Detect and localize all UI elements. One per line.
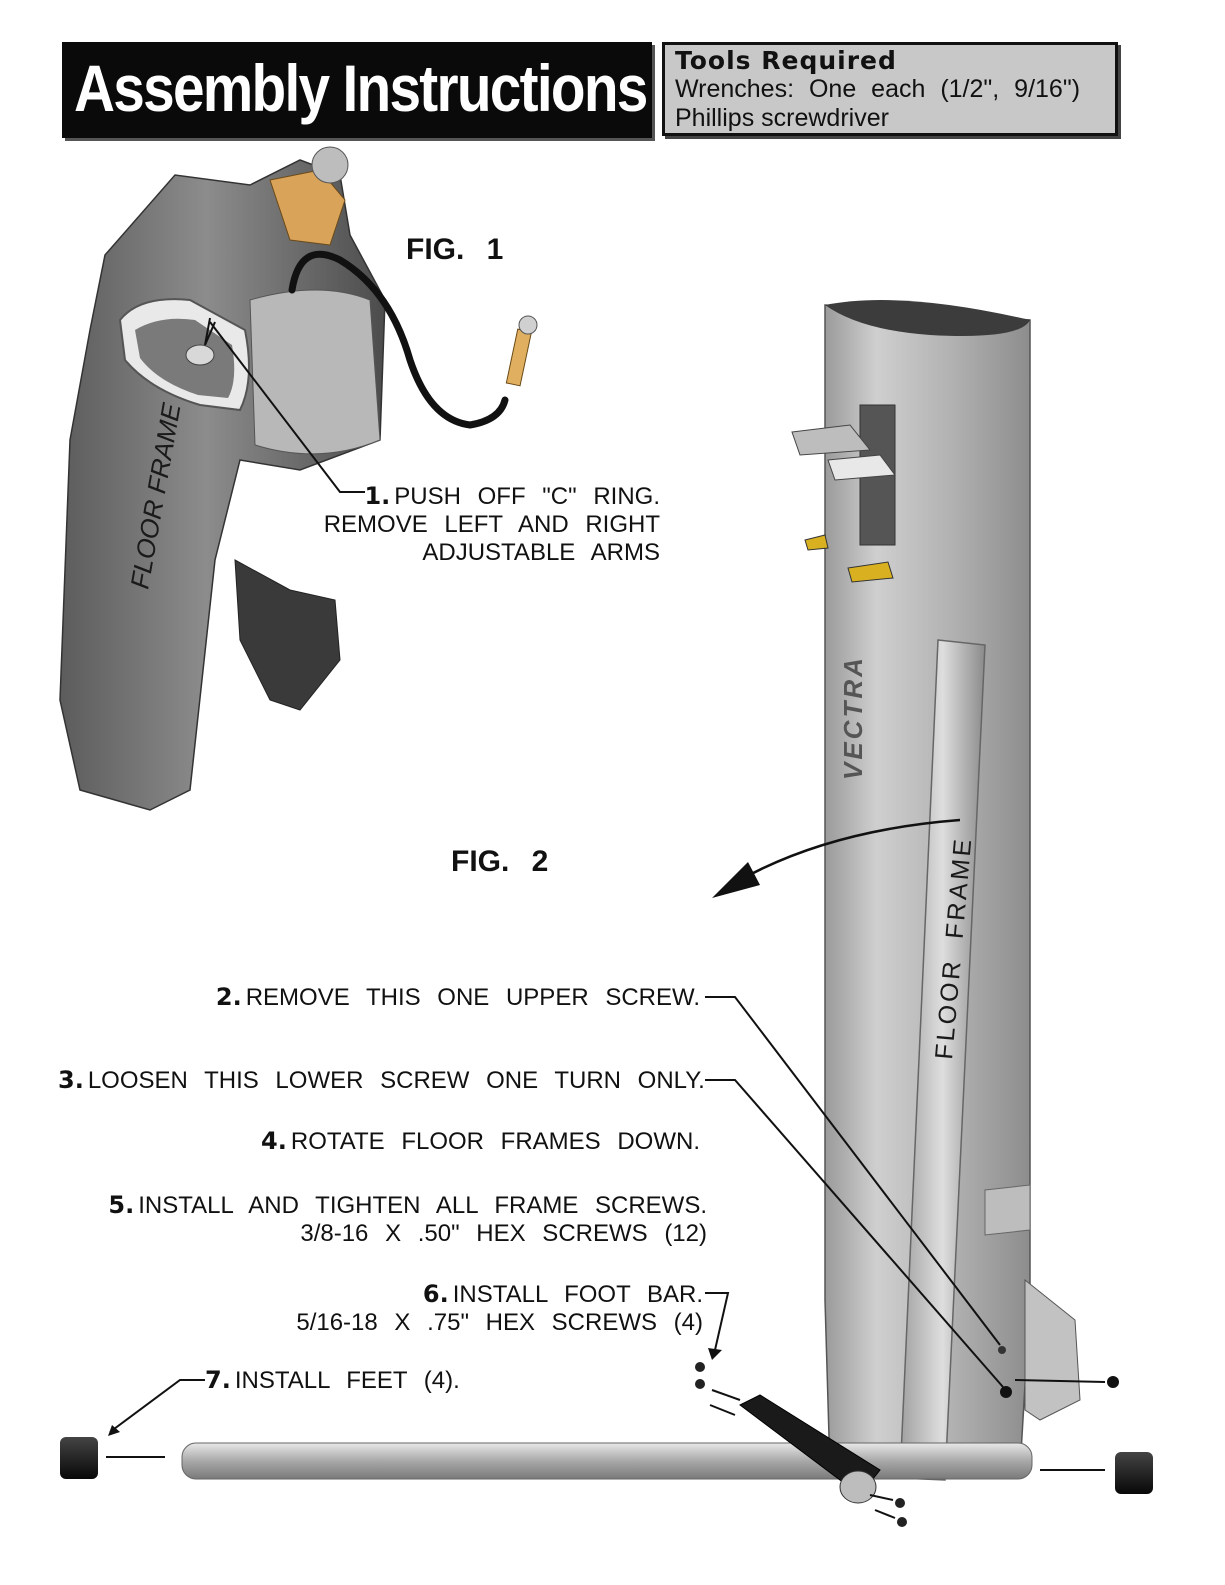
fig1-illustration	[59, 146, 538, 811]
step-text: 3/8-16 X .50" HEX SCREWS (12)	[300, 1220, 707, 1247]
step-number: 1.	[364, 482, 391, 510]
fig2-illustration	[60, 300, 1153, 1527]
tools-wrenches: Wrenches: One each (1/2", 9/16")	[675, 75, 1081, 103]
step-text: LOOSEN THIS LOWER SCREW ONE TURN ONLY.	[87, 1067, 705, 1094]
step-number: 5.	[108, 1191, 135, 1219]
step-text: 5/16-18 X .75" HEX SCREWS (4)	[296, 1309, 703, 1336]
right-foot	[1115, 1452, 1153, 1494]
tools-required-box: Tools Required Wrenches: One each (1/2",…	[662, 42, 1118, 136]
step-text: INSTALL FEET (4).	[234, 1367, 460, 1394]
step-3: 3.LOOSEN THIS LOWER SCREW ONE TURN ONLY.	[58, 1066, 705, 1095]
step-text: REMOVE THIS ONE UPPER SCREW.	[245, 984, 700, 1011]
title-banner: Assembly Instructions	[62, 42, 652, 138]
step-number: 4.	[261, 1127, 287, 1155]
step-7: 7.INSTALL FEET (4).	[205, 1366, 460, 1395]
brand-label: VECTRA	[838, 655, 868, 780]
step-number: 3.	[58, 1066, 84, 1094]
step-text: ROTATE FLOOR FRAMES DOWN.	[290, 1128, 700, 1155]
step-6: 6.INSTALL FOOT BAR. 5/16-18 X .75" HEX S…	[296, 1280, 703, 1337]
tools-screwdriver: Phillips screwdriver	[675, 104, 889, 132]
step-4: 4.ROTATE FLOOR FRAMES DOWN.	[261, 1127, 700, 1156]
leader-lines-fig2	[109, 996, 1106, 1519]
left-foot	[60, 1437, 98, 1479]
step-1: 1.PUSH OFF "C" RING. REMOVE LEFT AND RIG…	[324, 482, 660, 567]
step-text: ADJUSTABLE ARMS	[422, 539, 660, 566]
step-text: INSTALL FOOT BAR.	[452, 1281, 703, 1308]
fig1-label: FIG. 1	[406, 233, 504, 266]
step-number: 6.	[422, 1280, 449, 1308]
page-title: Assembly Instructions	[74, 51, 648, 125]
step-number: 7.	[205, 1366, 231, 1394]
leader-line-step1	[204, 317, 365, 493]
step-number: 2.	[215, 983, 242, 1011]
step-text: REMOVE LEFT AND RIGHT	[323, 511, 660, 538]
fig2-label: FIG. 2	[451, 845, 549, 878]
step-text: INSTALL AND TIGHTEN ALL FRAME SCREWS.	[138, 1192, 707, 1219]
tools-heading: Tools Required	[675, 46, 897, 75]
step-text: PUSH OFF "C" RING.	[394, 483, 660, 510]
step-2: 2.REMOVE THIS ONE UPPER SCREW.	[216, 983, 700, 1012]
step-5: 5.INSTALL AND TIGHTEN ALL FRAME SCREWS. …	[108, 1191, 707, 1248]
